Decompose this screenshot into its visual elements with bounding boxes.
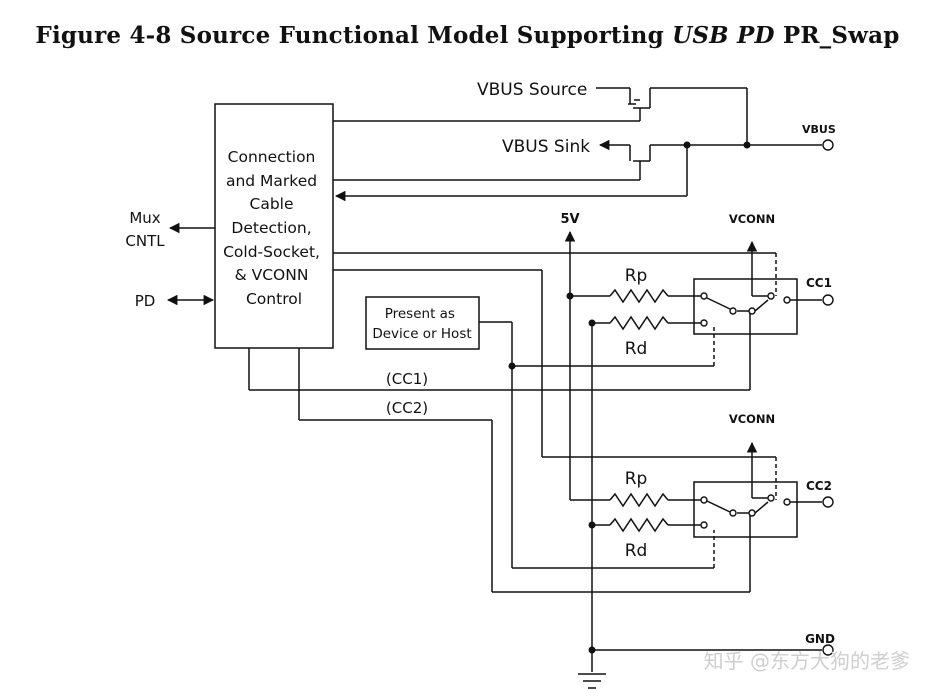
vconn-bottom-label: VCONN xyxy=(729,412,775,426)
rp-top-resistor xyxy=(609,288,669,304)
gnd-terminal xyxy=(822,644,834,656)
control-block-label: Connection and Marked Cable Detection, C… xyxy=(223,148,325,308)
control-line-6: & VCONN xyxy=(235,266,309,284)
pd-label: PD xyxy=(135,292,156,310)
title-italic: USB PD xyxy=(672,22,775,49)
cc1-terminal xyxy=(822,294,834,306)
control-line-3: Cable xyxy=(250,195,294,213)
five-v-label: 5V xyxy=(560,212,579,227)
cc1-label: CC1 xyxy=(806,276,832,290)
figure-title: Figure 4-8 Source Functional Model Suppo… xyxy=(0,22,935,49)
vbus-sink-label: VBUS Sink xyxy=(502,137,590,157)
cc2-label: CC2 xyxy=(806,479,832,493)
watermark: 知乎 @东方大狗的老爹 xyxy=(704,649,910,673)
control-line-7: Control xyxy=(246,290,302,308)
rp-bottom-label: Rp xyxy=(625,469,648,489)
title-prefix: Figure 4-8 Source Functional Model Suppo… xyxy=(35,22,673,49)
control-line-4: Detection, xyxy=(231,219,311,237)
cc2-terminal xyxy=(822,496,834,508)
vconn-top-label: VCONN xyxy=(729,212,775,226)
gnd-label: GND xyxy=(805,632,835,646)
present-block-label: Present as Device or Host xyxy=(372,306,471,342)
control-line-2: and Marked xyxy=(226,172,317,190)
vbus-out-label: VBUS xyxy=(802,123,836,136)
present-block xyxy=(365,296,480,350)
cc2-bus-label: (CC2) xyxy=(386,399,428,417)
rd-top-resistor xyxy=(609,315,669,331)
present-line-1: Present as xyxy=(385,306,455,322)
mux-label-1: Mux xyxy=(129,209,160,227)
vbus-source-label: VBUS Source xyxy=(477,80,587,100)
control-line-1: Connection xyxy=(228,148,316,166)
vbus-terminal xyxy=(822,139,834,151)
rp-top-label: Rp xyxy=(625,266,648,286)
rd-bottom-resistor xyxy=(609,517,669,533)
rp-bottom-resistor xyxy=(609,492,669,508)
control-line-5: Cold-Socket, xyxy=(223,243,320,261)
rd-bottom-label: Rd xyxy=(625,541,648,561)
cc1-bus-label: (CC1) xyxy=(386,370,428,388)
title-suffix: PR_Swap xyxy=(774,22,900,49)
mux-label-2: CNTL xyxy=(125,232,165,250)
present-line-2: Device or Host xyxy=(372,326,471,342)
control-block xyxy=(214,103,334,349)
rd-top-label: Rd xyxy=(625,339,648,359)
